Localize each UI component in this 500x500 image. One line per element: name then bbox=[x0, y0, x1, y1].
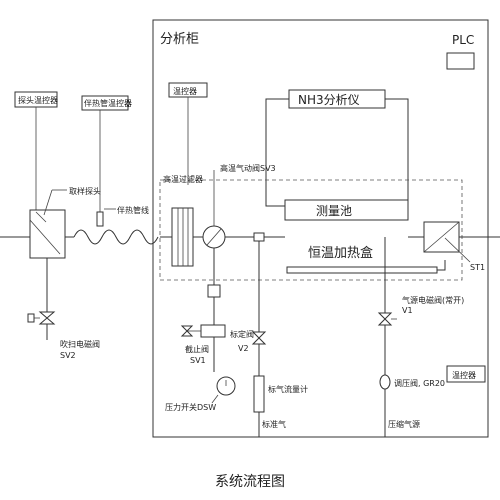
heat-pipe-temp-controller-box bbox=[81, 95, 129, 111]
heater-element bbox=[286, 266, 438, 274]
compressed-air-label: 压缩气源 bbox=[388, 419, 420, 429]
st1-label: ST1 bbox=[470, 263, 485, 272]
blowback-solenoid-label: 吹扫电磁阀 bbox=[60, 339, 100, 349]
std-gas-label: 标准气 bbox=[262, 419, 286, 429]
blowback-solenoid-valve-icon bbox=[38, 311, 56, 325]
cal-valve-icon bbox=[251, 331, 267, 345]
stop-valve-icon bbox=[180, 325, 194, 337]
sampling-probe-label: 取样探头 bbox=[69, 186, 101, 196]
pneumatic-valve-label: 高温气动阀SV3 bbox=[220, 163, 276, 173]
measuring-cell-box bbox=[284, 199, 409, 221]
heat-trace-pipe-coil bbox=[73, 229, 159, 245]
analysis-cabinet-frame bbox=[152, 19, 489, 438]
constant-temp-box-label: 恒温加热盒 bbox=[308, 245, 373, 261]
heat-pipe-temp-controller-label: 伴热管温控器 bbox=[84, 98, 132, 108]
cabinet-title: 分析柜 bbox=[160, 32, 199, 47]
gas-solenoid-valve-icon bbox=[377, 312, 393, 326]
std-flowmeter-icon bbox=[253, 375, 265, 413]
sv2-label: SV2 bbox=[60, 351, 76, 360]
high-temp-filter-box bbox=[171, 207, 194, 267]
sv1-label: SV1 bbox=[190, 356, 206, 365]
regulator-label: 调压阀, GR20 bbox=[394, 379, 445, 388]
probe-temp-controller-label: 探头温控器 bbox=[18, 95, 58, 105]
nh3-analyzer-label: NH3分析仪 bbox=[298, 93, 360, 107]
gas-solenoid-label: 气源电磁阀(常开) bbox=[402, 295, 464, 305]
std-flowmeter-label: 标气流量计 bbox=[268, 384, 308, 394]
plc-label: PLC bbox=[452, 33, 474, 47]
constant-temp-box bbox=[159, 179, 463, 281]
stop-valve-box bbox=[200, 324, 226, 338]
regulator-icon bbox=[379, 374, 391, 390]
diagram-caption: 系统流程图 bbox=[215, 474, 285, 490]
cabinet-temp-controller-label: 温控器 bbox=[173, 86, 197, 96]
pressure-switch-label: 压力开关DSW bbox=[165, 402, 216, 412]
stop-valve-label: 截止阀 bbox=[185, 344, 209, 354]
plc-box bbox=[446, 52, 475, 70]
sampling-probe-box bbox=[29, 209, 66, 259]
bottom-temp-controller-label: 温控器 bbox=[452, 370, 476, 380]
high-temp-filter-label: 高温过滤器 bbox=[163, 174, 203, 184]
measuring-cell-label: 测量池 bbox=[316, 204, 352, 218]
v1-label: V1 bbox=[402, 306, 413, 315]
heat-trace-pipe-label: 伴热管线 bbox=[117, 205, 149, 215]
v2-label: V2 bbox=[238, 344, 249, 353]
bottom-temp-controller-box bbox=[446, 365, 486, 383]
cal-valve-label: 标定阀 bbox=[230, 329, 254, 339]
